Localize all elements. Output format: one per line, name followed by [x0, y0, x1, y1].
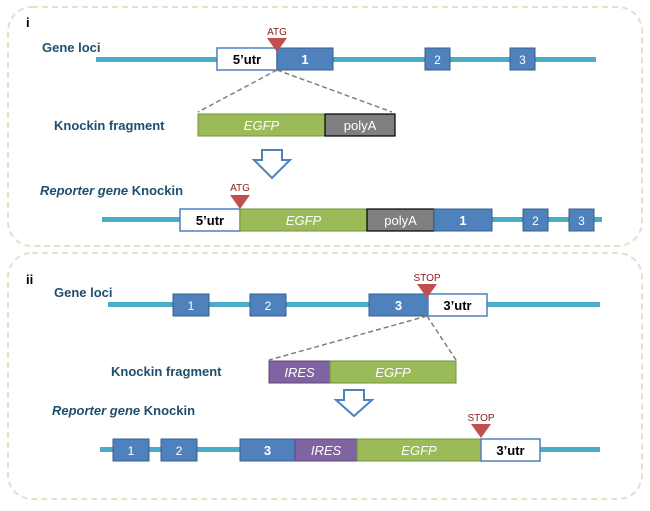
panel-i-bottom-polya-label: polyA	[384, 213, 417, 228]
panel-i-bottom-atg-marker-icon	[230, 195, 250, 209]
panel-i-knockin-fragment-label: Knockin fragment	[54, 118, 165, 133]
panel-ii-top-exon-1	[172, 293, 210, 317]
panel-ii-top-exon-3-label: 3	[395, 298, 402, 313]
panel-i-reporter-label: Reporter gene Knockin	[40, 183, 183, 198]
panel-ii-gene-line	[108, 302, 600, 307]
panel-ii-number: ii	[26, 272, 33, 287]
panel-i-border	[7, 6, 643, 247]
panel-i-bottom-exon-3-label: 3	[578, 214, 585, 228]
panel-ii-top-stop-label: STOP	[413, 273, 440, 284]
panel-ii-fragment-ires-label: IRES	[284, 365, 315, 380]
panel-i-fragment-egfp-label: EGFP	[244, 118, 280, 133]
panel-i-bottom-exon-2-label: 2	[532, 214, 539, 228]
panel-ii-bottom-exon-1-label: 1	[128, 444, 135, 458]
panel-ii-bottom-exon-3-label: 3	[264, 443, 271, 458]
panel-ii-bottom-3utr-box	[480, 438, 541, 462]
panel-i-bottom-exon-2	[522, 208, 549, 232]
panel-i-top-exon-1-label: 1	[301, 52, 308, 67]
panel-ii-bottom-stop-label: STOP	[467, 413, 494, 424]
panel-ii-bottom-exon-2	[160, 438, 198, 462]
panel-ii-bottom-3utr-label: 3’utr	[496, 443, 524, 458]
panel-i-top-5utr-label: 5’utr	[233, 52, 261, 67]
panel-i-guide-right	[276, 69, 393, 113]
panel-i-number: i	[26, 15, 30, 30]
panel-ii-guide-right	[426, 315, 457, 361]
panel-i-bottom-exon-1	[433, 208, 493, 232]
panel-ii-top-3utr-box	[427, 293, 488, 317]
panel-i-guide-left	[197, 69, 278, 113]
panel-i-top-exon-1	[276, 47, 334, 71]
panel-ii-top-exon-1-label: 1	[188, 299, 195, 313]
panel-ii-reporter-label: Reporter gene Knockin	[52, 403, 195, 418]
panel-i-bottom-egfp-label: EGFP	[286, 213, 322, 228]
panel-i-gene-line	[96, 57, 596, 62]
panel-ii-top-3utr-label: 3’utr	[443, 298, 471, 313]
panel-i-top-exon-2-label: 2	[434, 53, 441, 67]
panel-i-fragment-polya	[324, 113, 396, 137]
panel-i-bottom-5utr-label: 5’utr	[196, 213, 224, 228]
panel-ii-top-exon-2-label: 2	[265, 299, 272, 313]
panel-i-gene-loci-label: Gene loci	[42, 40, 101, 55]
panel-i-top-exon-3	[509, 47, 536, 71]
panel-ii-bottom-ires-label: IRES	[311, 443, 342, 458]
panel-i-bottom-exon-3	[568, 208, 595, 232]
panel-ii: ii Gene loci 1 2 3 3’utr STOP Knockin fr…	[7, 252, 643, 500]
panel-ii-knockin-fragment-label: Knockin fragment	[111, 364, 222, 379]
panel-ii-reporter-label-italic: Reporter gene	[52, 403, 140, 418]
panel-ii-bottom-egfp-label: EGFP	[401, 443, 437, 458]
panel-ii-bottom-stop-marker-icon	[471, 424, 491, 438]
panel-i-fragment-polya-label: polyA	[344, 118, 377, 133]
panel-i-top-atg-marker-icon	[267, 38, 287, 52]
panel-ii-top-stop-marker-icon	[417, 284, 437, 298]
panel-ii-border	[7, 252, 643, 500]
panel-i-top-exon-2	[424, 47, 451, 71]
panel-ii-reporter-label-rest: Knockin	[140, 403, 195, 418]
panel-i-down-arrow-icon	[251, 149, 293, 180]
panel-i-reporter-label-italic: Reporter gene	[40, 183, 128, 198]
panel-ii-fragment-egfp	[329, 360, 457, 384]
panel-i-top-exon-3-label: 3	[519, 53, 526, 67]
panel-ii-bottom-exon-2-label: 2	[176, 444, 183, 458]
panel-i-reporter-label-rest: Knockin	[128, 183, 183, 198]
panel-ii-down-arrow-icon	[333, 389, 375, 418]
panel-ii-bottom-exon-1	[112, 438, 150, 462]
panel-i-bottom-atg-label: ATG	[230, 183, 250, 194]
panel-ii-guide-left	[268, 315, 428, 361]
panel-ii-fragment-egfp-label: EGFP	[375, 365, 411, 380]
panel-i-bottom-exon-1-label: 1	[459, 213, 466, 228]
panel-i-top-atg-label: ATG	[267, 27, 287, 38]
panel-ii-gene-loci-label: Gene loci	[54, 285, 113, 300]
panel-i: i Gene loci 5’utr 1 2 3 ATG Knockin frag…	[7, 6, 643, 247]
panel-ii-top-exon-2	[249, 293, 287, 317]
